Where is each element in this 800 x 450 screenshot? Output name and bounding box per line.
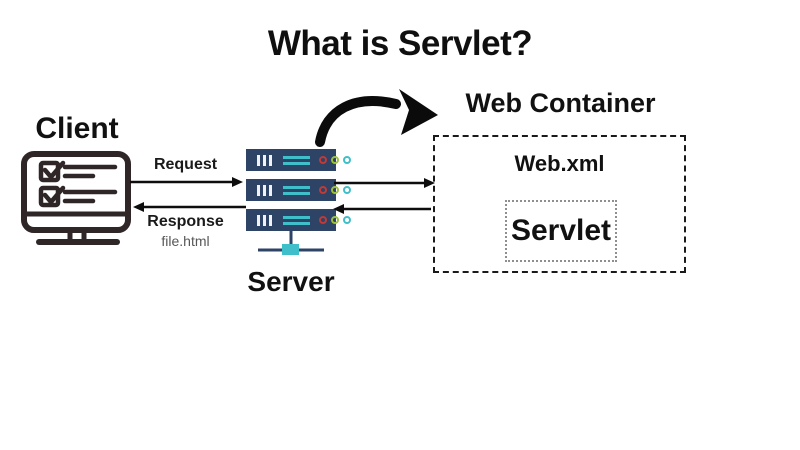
server-label: Server xyxy=(247,266,335,297)
container-to-server-arrow-icon xyxy=(333,204,431,214)
client-label: Client xyxy=(35,112,119,145)
server-rack-unit-icon xyxy=(246,149,351,171)
server-unit-bars xyxy=(257,154,272,166)
server-unit-leds xyxy=(319,156,351,164)
response-arrow-icon xyxy=(133,202,246,212)
webxml-label: Web.xml xyxy=(514,151,605,176)
server-rack-unit-icon xyxy=(246,179,351,201)
curved-arrow-icon xyxy=(315,89,438,147)
request-label: Request xyxy=(153,156,218,173)
server-unit-bars xyxy=(257,214,272,226)
request-arrow-icon xyxy=(130,177,243,187)
server-stand-icon xyxy=(258,231,324,255)
response-label: Response xyxy=(147,213,224,230)
server-unit-leds xyxy=(319,216,351,224)
web-container-label: Web Container xyxy=(465,88,656,118)
server-to-container-arrow-icon xyxy=(334,178,435,188)
client-monitor-icon xyxy=(21,151,131,245)
servlet-label: Servlet xyxy=(510,214,612,247)
server-unit-lines xyxy=(283,185,310,195)
server-unit-lines xyxy=(283,155,310,165)
servlet-box: Servlet xyxy=(505,200,617,262)
server-rack-unit-icon xyxy=(246,209,351,231)
web-container-box: Web.xml Servlet xyxy=(433,135,686,273)
response-file-label: file.html xyxy=(161,233,210,249)
server-unit-leds xyxy=(319,186,351,194)
server-unit-lines xyxy=(283,215,310,225)
server-unit-bars xyxy=(257,184,272,196)
page-title: What is Servlet? xyxy=(267,24,533,63)
